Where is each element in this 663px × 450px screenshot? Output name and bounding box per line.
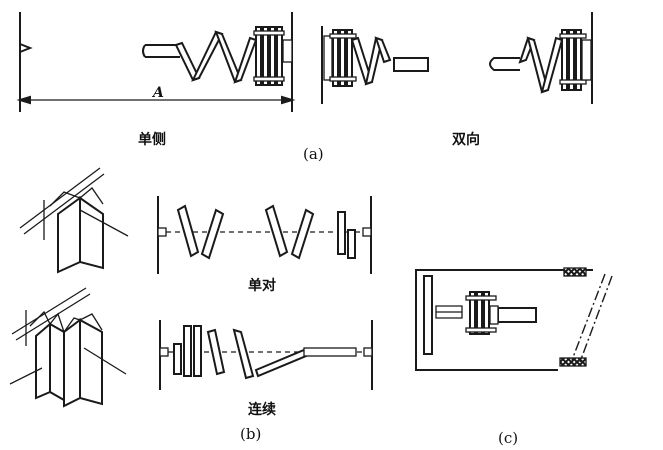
pair-leaf-left [57,196,81,274]
panel-a-single-side [16,12,296,112]
pair-leaf-right [79,196,104,270]
leader-line [83,347,127,375]
panel-b-continuous-perspective [9,287,127,408]
swing-leaf-open-inner [571,273,606,361]
door-handle [497,307,537,323]
label-two-way: 双向 [452,132,480,148]
pivot-stop [19,43,33,53]
label-c: (c) [498,429,519,447]
left-stacked-panels [323,29,357,87]
right-folding-leaves [518,36,564,94]
right-stacked-panels [559,29,592,91]
label-dimension-a: A [153,85,164,101]
side-leaf-left-body [423,275,433,355]
frame-top-block [563,267,587,277]
frame-bottom-block [559,357,587,367]
door-leading-edge [142,44,146,58]
folding-leaves [174,30,258,84]
door-frame [415,269,593,371]
panel-a-two-way [321,12,593,104]
dimension-line [16,95,296,105]
continuous-leaf-front [79,318,103,406]
left-door-handle [393,57,429,72]
left-folding-leaves [350,36,392,86]
panel-b-pair-plan [157,196,372,274]
label-single-side: 单侧 [138,132,166,148]
right-door-handle [489,57,520,71]
stacked-panels [253,26,293,86]
leader-line [79,209,129,237]
swing-leaf-open [579,275,613,363]
label-b: (b) [240,425,262,443]
label-a: (a) [303,145,324,163]
panel-c-frame-door [415,267,613,371]
label-single-pair: 单对 [248,278,276,294]
pair-leaves-plan [176,204,356,260]
panel-b-continuous-plan [159,320,373,390]
center-stacked-panels [465,291,499,335]
continuous-leaves-plan [173,325,357,380]
panel-b-pair-perspective [19,167,129,274]
label-continuous: 连续 [248,402,276,418]
